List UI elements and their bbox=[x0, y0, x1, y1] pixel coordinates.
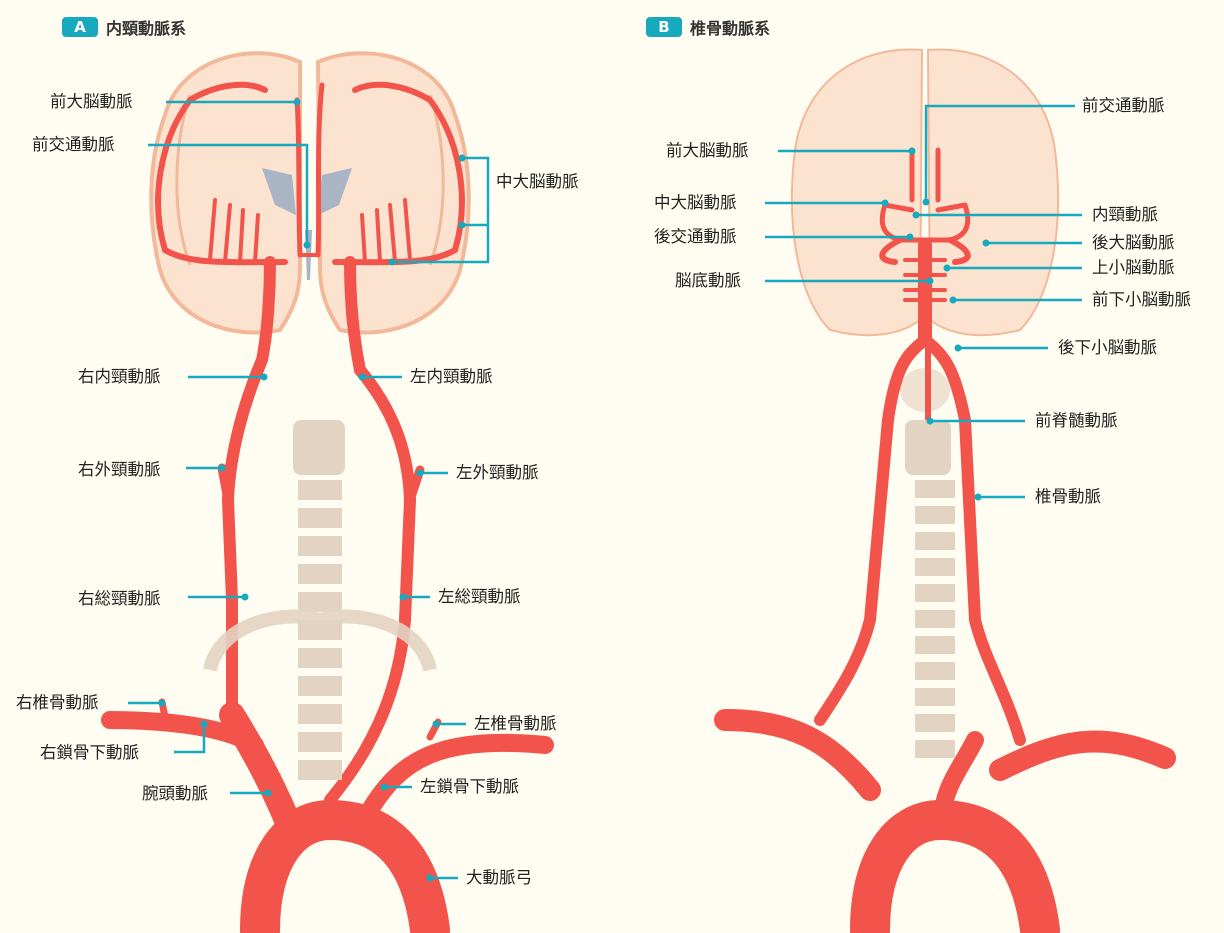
panel-a-header: A 内頸動脈系 bbox=[62, 15, 186, 39]
label-a-brachiocephalic: 腕頭動脈 bbox=[142, 784, 208, 804]
label-a-left-vertebral: 左椎骨動脈 bbox=[474, 714, 557, 734]
panel-b-badge: B bbox=[646, 17, 682, 37]
label-a-anterior-communicating-artery: 前交通動脈 bbox=[32, 135, 115, 155]
label-a-right-internal-carotid: 右内頸動脈 bbox=[78, 367, 161, 387]
label-b-basilar-artery: 脳底動脈 bbox=[675, 271, 741, 291]
label-b-vertebral-artery: 椎骨動脈 bbox=[1035, 487, 1101, 507]
label-a-left-internal-carotid: 左内頸動脈 bbox=[410, 367, 493, 387]
label-a-left-subclavian: 左鎖骨下動脈 bbox=[420, 777, 519, 797]
panel-a-badge: A bbox=[62, 17, 98, 37]
label-b-anterior-cerebral-artery: 前大脳動脈 bbox=[666, 141, 749, 161]
label-b-internal-carotid: 内頸動脈 bbox=[1092, 205, 1158, 225]
panel-b-skeleton bbox=[905, 420, 955, 758]
label-b-superior-cerebellar-artery: 上小脳動脈 bbox=[1092, 258, 1175, 278]
label-a-right-common-carotid: 右総頸動脈 bbox=[78, 589, 161, 609]
label-a-right-external-carotid: 右外頸動脈 bbox=[78, 460, 161, 480]
label-a-left-external-carotid: 左外頸動脈 bbox=[456, 463, 539, 483]
panel-a-title: 内頸動脈系 bbox=[106, 15, 186, 39]
label-a-right-vertebral: 右椎骨動脈 bbox=[16, 693, 99, 713]
label-b-anterior-communicating-artery: 前交通動脈 bbox=[1082, 96, 1165, 116]
label-a-middle-cerebral-artery: 中大脳動脈 bbox=[496, 172, 579, 192]
label-b-posterior-cerebral-artery: 後大脳動脈 bbox=[1092, 233, 1175, 253]
label-a-anterior-cerebral-artery: 前大脳動脈 bbox=[50, 92, 133, 112]
label-a-right-subclavian: 右鎖骨下動脈 bbox=[40, 743, 139, 763]
label-b-anterior-inferior-cerebellar-artery: 前下小脳動脈 bbox=[1092, 290, 1191, 310]
label-b-anterior-spinal-artery: 前脊髄動脈 bbox=[1035, 411, 1118, 431]
label-b-posterior-communicating-artery: 後交通動脈 bbox=[654, 227, 737, 247]
panel-b-header: B 椎骨動脈系 bbox=[646, 15, 770, 39]
label-b-middle-cerebral-artery: 中大脳動脈 bbox=[654, 193, 737, 213]
label-a-left-common-carotid: 左総頸動脈 bbox=[438, 587, 521, 607]
label-b-posterior-inferior-cerebellar-artery: 後下小脳動脈 bbox=[1058, 338, 1157, 358]
label-a-aortic-arch: 大動脈弓 bbox=[466, 868, 532, 888]
panel-b-title: 椎骨動脈系 bbox=[690, 15, 770, 39]
